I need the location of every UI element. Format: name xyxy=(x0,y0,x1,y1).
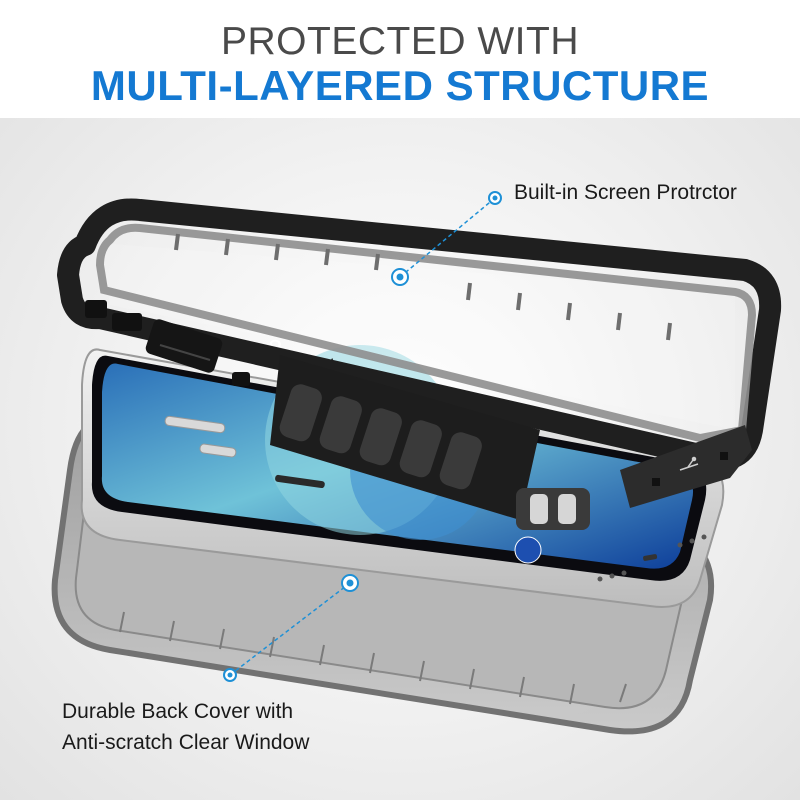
camera-shortcut-icon xyxy=(514,536,542,564)
usb-icon xyxy=(679,456,699,471)
callout-label-back-cover-line-2: Anti-scratch Clear Window xyxy=(62,731,310,754)
callout-label-back-cover-line-1: Durable Back Cover with xyxy=(62,700,294,723)
grip-ridges xyxy=(279,384,482,490)
title-line-2: MULTI-LAYERED STRUCTURE xyxy=(90,62,710,109)
header: PROTECTED WITH MULTI-LAYERED STRUCTURE xyxy=(0,0,800,118)
callout-back-cover xyxy=(223,574,359,682)
callout-screen-protector xyxy=(391,191,502,286)
callout-label-screen-protector: Built-in Screen Protrctor xyxy=(514,181,737,204)
frame-inner-ribs xyxy=(174,233,672,341)
front-frame xyxy=(57,198,782,530)
title-line-1: PROTECTED WITH xyxy=(221,20,579,63)
